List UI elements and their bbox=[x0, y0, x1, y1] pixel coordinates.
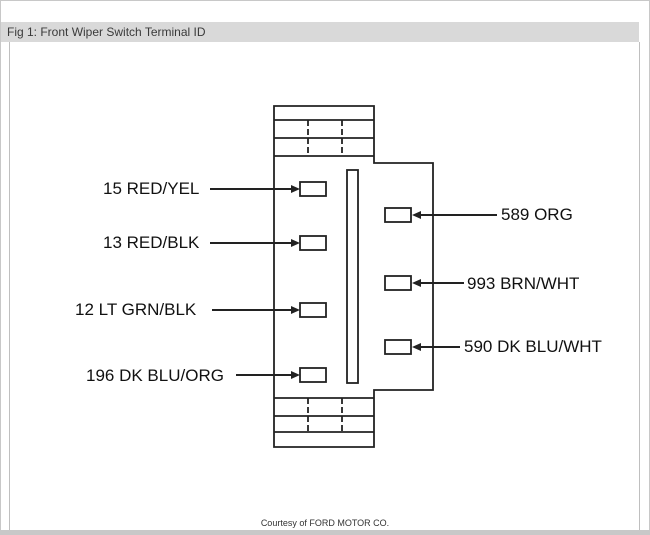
connector-body bbox=[273, 105, 434, 448]
terminal-left-1: 15 RED/YEL bbox=[103, 179, 327, 198]
wire-label: 589 ORG bbox=[501, 205, 573, 224]
terminal-left-3: 12 LT GRN/BLK bbox=[75, 300, 327, 319]
scrollbar-track[interactable] bbox=[0, 530, 650, 535]
wire-label: 13 RED/BLK bbox=[103, 233, 200, 252]
terminal-right-2: 993 BRN/WHT bbox=[384, 274, 579, 293]
figure-title: Fig 1: Front Wiper Switch Terminal ID bbox=[7, 25, 206, 39]
figure-content bbox=[9, 42, 640, 534]
wire-label: 12 LT GRN/BLK bbox=[75, 300, 197, 319]
wire-label: 993 BRN/WHT bbox=[467, 274, 579, 293]
wire-label: 196 DK BLU/ORG bbox=[86, 366, 224, 385]
terminal-left-4: 196 DK BLU/ORG bbox=[86, 366, 327, 385]
wire-label: 590 DK BLU/WHT bbox=[464, 337, 602, 356]
figure-header: Fig 1: Front Wiper Switch Terminal ID bbox=[1, 22, 639, 42]
figure-credit: Courtesy of FORD MOTOR CO. bbox=[260, 518, 390, 528]
terminal-left-2: 13 RED/BLK bbox=[103, 233, 327, 252]
terminal-right-1: 589 ORG bbox=[384, 205, 573, 224]
terminal-right-3: 590 DK BLU/WHT bbox=[384, 337, 602, 356]
center-slot bbox=[346, 169, 359, 384]
wire-label: 15 RED/YEL bbox=[103, 179, 199, 198]
